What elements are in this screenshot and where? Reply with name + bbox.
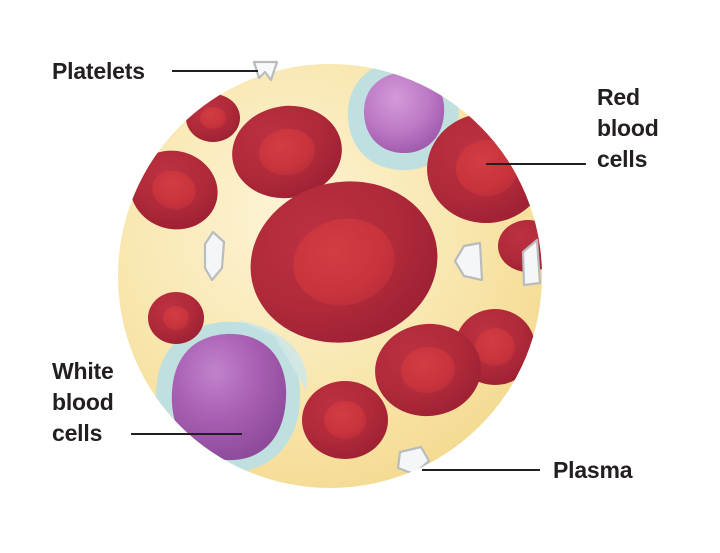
wbc-bottom-left: [171, 333, 287, 461]
platelet-group: [203, 230, 542, 476]
svg-text:Red blood cell: Red blood cells: [597, 84, 665, 172]
svg-text:White blood ce: White blood cells: [52, 358, 120, 446]
platelet-right-a: [453, 241, 484, 282]
label-red-blood-cells-line-0: Red: [597, 84, 640, 110]
rbc-left-upper: [130, 150, 218, 230]
label-platelets-line-0: Platelets: [52, 58, 145, 84]
label-white-blood-cells: White blood cells: [52, 358, 120, 446]
red-blood-cell-group: [130, 94, 542, 459]
label-white-blood-cells-line-2: cells: [52, 420, 102, 446]
label-plasma: Plasma: [553, 457, 633, 483]
label-red-blood-cells-line-1: blood: [597, 115, 659, 141]
rbc-center-large: [250, 181, 438, 343]
rbc-right-edge: [498, 220, 542, 272]
svg-text:Plasma: Plasma: [553, 457, 633, 483]
label-plasma-line-0: Plasma: [553, 457, 633, 483]
rbc-top-left: [232, 105, 342, 199]
white-blood-cell-group: [171, 71, 445, 461]
rbc-bottom-mid: [375, 323, 481, 417]
platelet-left-mid: [203, 230, 226, 282]
label-white-blood-cells-line-1: blood: [52, 389, 114, 415]
label-red-blood-cells: Red blood cells: [597, 84, 665, 172]
leader-lines: [131, 70, 586, 471]
label-red-blood-cells-line-2: cells: [597, 146, 647, 172]
rbc-left-clipped: [186, 94, 240, 142]
label-platelets: Platelets: [52, 58, 145, 84]
platelet-right-b: [521, 238, 542, 287]
rbc-bottom-left: [302, 381, 388, 459]
rbc-left-small: [148, 292, 204, 344]
wbc-top: [364, 71, 445, 154]
platelet-top-edge: [252, 60, 279, 82]
svg-text:Platelets: Platelets: [52, 58, 145, 84]
label-white-blood-cells-line-0: White: [52, 358, 114, 384]
